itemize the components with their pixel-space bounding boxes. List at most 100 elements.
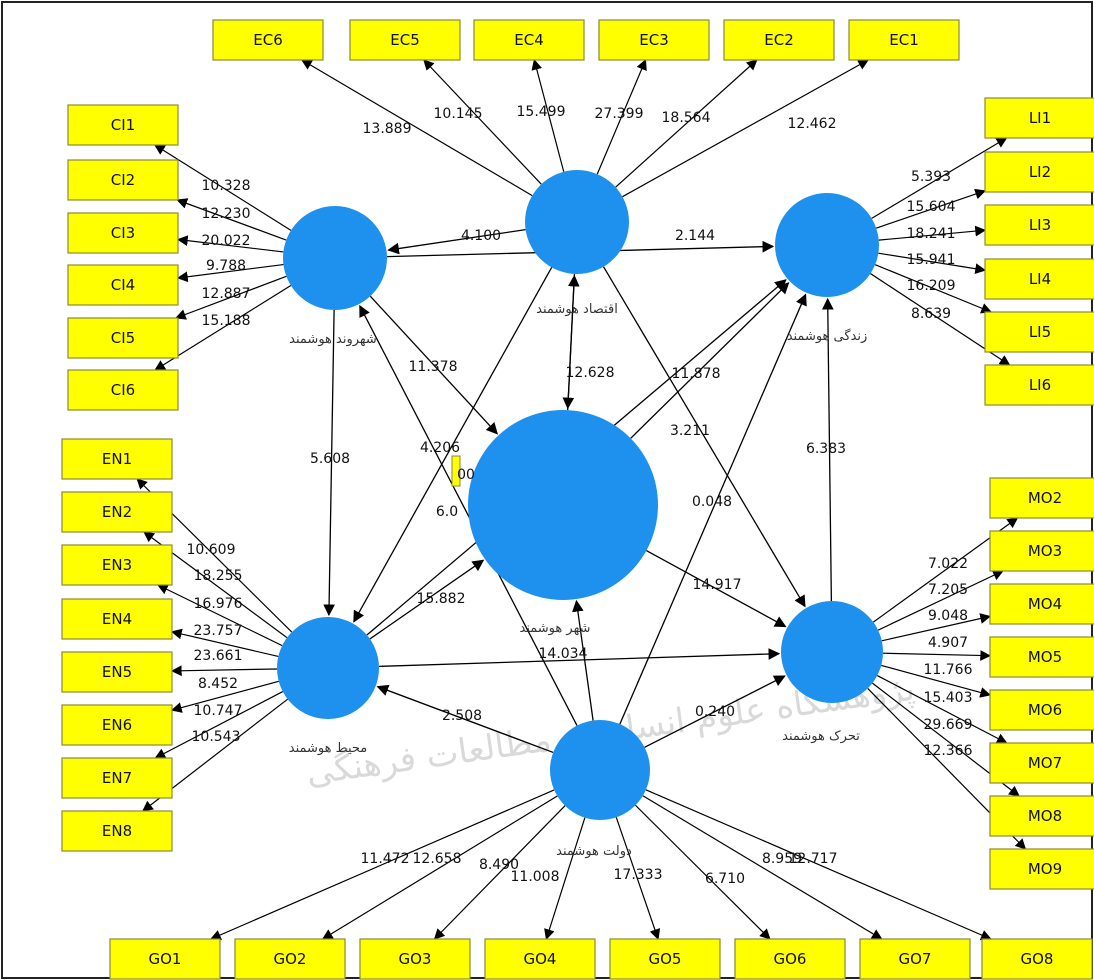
indicator-ci1[interactable]: CI1 [67,104,179,146]
indicator-mo9[interactable]: MO9 [989,848,1094,890]
construct-circle [781,601,883,703]
indicator-mo2[interactable]: MO2 [989,477,1094,519]
loading-coefficient: 12.366 [924,743,973,759]
indicator-ci3[interactable]: CI3 [67,212,179,254]
path-coefficient: 4.206 [420,440,460,456]
path-coefficient: 6.0 [436,504,458,520]
indicator-li1[interactable]: LI1 [984,97,1094,139]
indicator-label: EN3 [102,556,132,574]
indicator-ec5[interactable]: EC5 [349,19,461,61]
construct-government[interactable]: دولت هوشمند [550,720,650,859]
indicator-mo6[interactable]: MO6 [989,689,1094,731]
indicator-ci6[interactable]: CI6 [67,369,179,411]
indicator-mo5[interactable]: MO5 [989,636,1094,678]
indicator-mo3[interactable]: MO3 [989,530,1094,572]
indicator-mo4[interactable]: MO4 [989,583,1094,625]
construct-mobility[interactable]: تحرک هوشمند [781,601,883,744]
indicator-label: GO2 [274,950,307,968]
indicator-box [61,598,173,640]
construct-city[interactable]: شهر هوشمند [468,410,658,636]
loading-coefficient: 12.717 [789,851,838,867]
indicator-box [67,159,179,201]
loading-arrow-EC5 [423,59,542,185]
indicator-label: MO9 [1028,860,1062,878]
indicator-label: EN4 [102,610,132,628]
indicator-li5[interactable]: LI5 [984,311,1094,353]
path-coefficient: 14.034 [539,646,588,662]
indicator-ec3[interactable]: EC3 [598,19,710,61]
indicator-ci2[interactable]: CI2 [67,159,179,201]
indicator-label: EC2 [764,31,794,49]
indicator-box [67,104,179,146]
indicator-go3[interactable]: GO3 [359,938,471,980]
indicator-label: EC5 [390,31,420,49]
path-coefficient: 14.917 [693,577,742,593]
indicator-ci4[interactable]: CI4 [67,264,179,306]
indicator-label: MO8 [1028,807,1062,825]
construct-citizen[interactable]: شهروند هوشمند [283,206,387,347]
indicator-label: EN2 [102,503,132,521]
path-economy-to-environment [353,267,553,623]
indicator-go5[interactable]: GO5 [609,938,721,980]
indicator-box [989,583,1094,625]
indicator-li4[interactable]: LI4 [984,258,1094,300]
indicator-en4[interactable]: EN4 [61,598,173,640]
indicator-label: EC1 [889,31,919,49]
construct-economy[interactable]: اقتصاد هوشمند [525,170,629,317]
indicator-label: GO5 [649,950,682,968]
loading-coefficient: 10.145 [434,106,483,122]
path-environment-to-city [369,559,485,640]
loading-arrow-GO7 [642,795,883,940]
path-coefficient: 11.878 [672,366,721,382]
indicator-en6[interactable]: EN6 [61,704,173,746]
indicator-ec2[interactable]: EC2 [723,19,835,61]
indicator-ec6[interactable]: EC6 [212,19,324,61]
loading-arrow-MO7 [876,675,1008,744]
indicator-go6[interactable]: GO6 [734,938,846,980]
indicator-go8[interactable]: GO8 [981,938,1093,980]
path-city-to-mobility [646,549,787,628]
indicator-en1[interactable]: EN1 [61,438,173,480]
indicator-box [67,369,179,411]
indicator-en3[interactable]: EN3 [61,544,173,586]
loading-arrow-CI5 [174,275,287,320]
indicator-li2[interactable]: LI2 [984,151,1094,193]
indicator-go1[interactable]: GO1 [109,938,221,980]
loading-arrow-EN3 [157,584,283,647]
indicator-go2[interactable]: GO2 [234,938,346,980]
path-government-to-citizen [359,304,578,726]
indicator-go7[interactable]: GO7 [859,938,971,980]
indicator-label: CI4 [111,276,135,294]
indicator-box [981,938,1093,980]
indicator-ci5[interactable]: CI5 [67,317,179,359]
construct-environment[interactable]: محیط هوشمند [277,617,379,756]
indicator-li6[interactable]: LI6 [984,364,1094,406]
indicator-en7[interactable]: EN7 [61,757,173,799]
indicator-li3[interactable]: LI3 [984,204,1094,246]
indicator-label: LI2 [1029,163,1051,181]
loading-coefficient: 15.604 [907,199,956,215]
indicator-en5[interactable]: EN5 [61,651,173,693]
loading-coefficient: 11.766 [924,662,973,678]
loading-arrow-EC3 [596,59,647,175]
indicator-ec4[interactable]: EC4 [473,19,585,61]
indicator-mo7[interactable]: MO7 [989,742,1094,784]
indicator-en8[interactable]: EN8 [61,810,173,852]
loading-arrow-LI4 [878,252,987,275]
construct-living[interactable]: زندگی هوشمند [775,193,879,344]
loading-coefficient: 15.188 [202,313,251,329]
indicator-ec1[interactable]: EC1 [848,19,960,61]
loading-coefficient: 12.658 [413,851,462,867]
loading-coefficient: 10.747 [194,703,243,719]
indicator-box [359,938,471,980]
loading-coefficient: 23.757 [194,623,243,639]
indicator-go4[interactable]: GO4 [484,938,596,980]
indicator-label: EN8 [102,822,132,840]
loading-coefficient: 17.333 [614,867,663,883]
loading-arrow-EN7 [154,691,284,759]
construct-label: تحرک هوشمند [782,729,860,744]
indicator-mo8[interactable]: MO8 [989,795,1094,837]
loading-arrow-CI4 [176,263,284,283]
indicator-en2[interactable]: EN2 [61,491,173,533]
loading-coefficient: 4.907 [928,635,968,651]
